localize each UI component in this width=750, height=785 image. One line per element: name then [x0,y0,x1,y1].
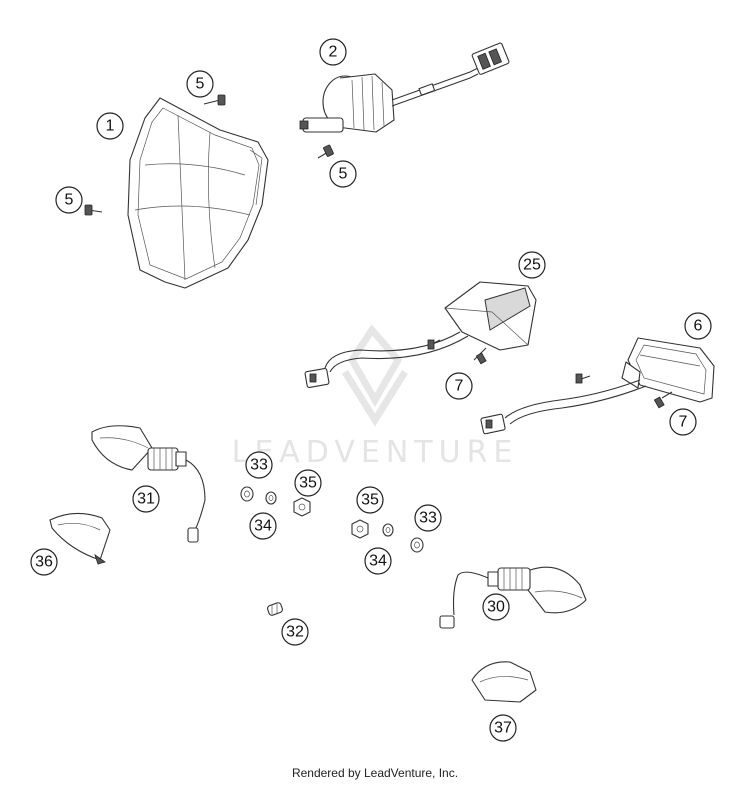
callout-37[interactable]: 37 [489,714,517,742]
svg-text:36: 36 [35,554,53,571]
lock-washer-part-34-left[interactable] [265,491,277,505]
svg-text:34: 34 [369,553,387,570]
svg-text:7: 7 [679,414,688,431]
headlight-mask-part[interactable] [127,97,269,289]
callout-7-right[interactable]: 7 [669,408,697,436]
leadventure-logo-icon [342,324,408,427]
indicator-left-part[interactable] [91,425,206,543]
indicator-lens-left-part[interactable] [49,512,111,565]
callout-1[interactable]: 1 [96,112,124,140]
screw-part-5a[interactable] [203,94,226,106]
callout-34-right[interactable]: 34 [364,547,392,575]
svg-text:33: 33 [419,510,437,527]
callout-35-left[interactable]: 35 [294,469,322,497]
svg-text:33: 33 [250,457,268,474]
callout-25[interactable]: 25 [518,251,546,279]
callout-5-middle[interactable]: 5 [329,160,357,188]
nut-part-35-right[interactable] [351,519,369,539]
callout-33-right[interactable]: 33 [414,504,442,532]
callout-35-right[interactable]: 35 [356,486,384,514]
license-plate-light-part[interactable] [304,281,537,389]
footer-credit: Rendered by LeadVenture, Inc. [291,766,459,780]
callout-6[interactable]: 6 [684,312,712,340]
callout-31[interactable]: 31 [132,485,160,513]
svg-text:31: 31 [137,491,155,508]
callout-33-left[interactable]: 33 [245,451,273,479]
washer-part-33-left[interactable] [240,486,254,502]
indicator-lens-right-part[interactable] [471,661,537,703]
callout-2[interactable]: 2 [319,38,347,66]
screw-part-5b[interactable] [317,144,334,159]
tail-light-part[interactable] [480,337,715,435]
svg-text:35: 35 [299,475,317,492]
svg-text:32: 32 [286,624,304,641]
leadventure-watermark: LEADVENTURE [232,324,519,470]
washer-part-33-right[interactable] [410,537,424,553]
svg-text:2: 2 [329,44,338,61]
callout-5-top[interactable]: 5 [186,70,214,98]
callout-30[interactable]: 30 [482,593,510,621]
svg-text:5: 5 [196,76,205,93]
indicator-right-part[interactable] [439,566,587,629]
svg-text:34: 34 [254,518,272,535]
headlight-bulb-harness-part[interactable] [299,42,510,133]
svg-text:25: 25 [523,257,541,274]
callout-7-left[interactable]: 7 [445,372,473,400]
svg-text:30: 30 [487,599,505,616]
svg-text:37: 37 [494,720,512,737]
svg-text:1: 1 [106,118,115,135]
callout-5-left[interactable]: 5 [55,186,83,214]
callout-36[interactable]: 36 [30,548,58,576]
watermark-brand-text: LEADVENTURE [232,435,519,470]
lock-washer-part-34-right[interactable] [382,523,394,537]
svg-text:6: 6 [694,318,703,335]
svg-text:5: 5 [65,192,74,209]
screw-part-5c[interactable] [84,204,103,216]
callout-32[interactable]: 32 [281,618,309,646]
callout-34-left[interactable]: 34 [249,512,277,540]
svg-text:35: 35 [361,492,379,509]
svg-text:5: 5 [339,166,348,183]
svg-text:7: 7 [455,378,464,395]
indicator-bulb-part[interactable] [267,602,284,616]
nut-part-35-left[interactable] [293,497,311,517]
